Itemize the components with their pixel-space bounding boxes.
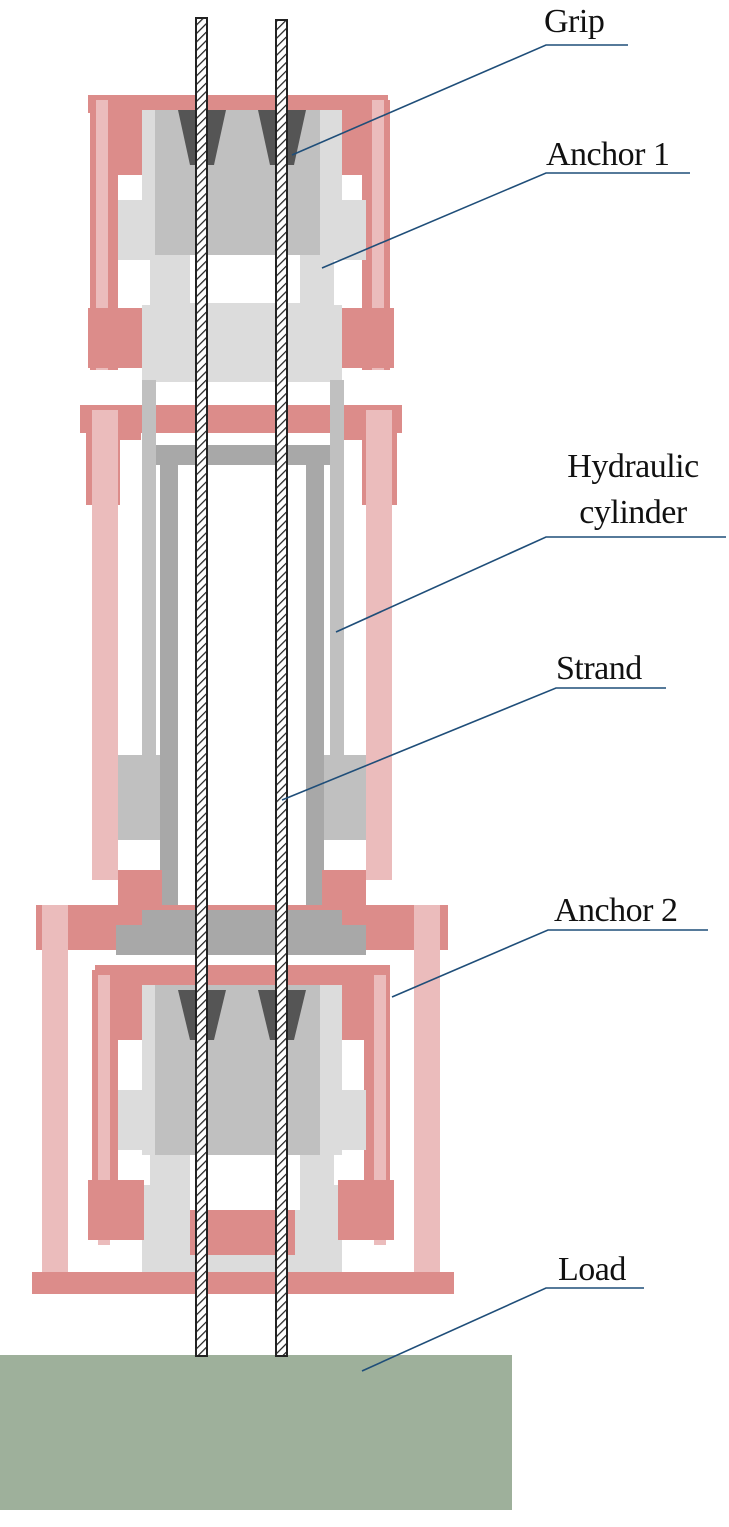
strand-right	[275, 19, 288, 1357]
load-block	[0, 1355, 512, 1510]
grip-leader-line	[291, 44, 628, 156]
anchor-1	[88, 95, 394, 382]
hydraulic-label-line2: cylinder	[579, 494, 687, 531]
load-leader-line	[361, 1287, 644, 1372]
hydraulic-cylinder	[36, 380, 448, 955]
anchor-1-label: Anchor 1	[546, 136, 670, 173]
load-label: Load	[558, 1251, 626, 1288]
anchor-2-leader-line	[391, 929, 708, 998]
anchor-2	[32, 905, 454, 1294]
anchor-1-leader-line	[321, 172, 690, 269]
hydraulic-label-line1: Hydraulic	[567, 448, 699, 485]
anchor-2-label: Anchor 2	[554, 892, 678, 929]
strand-leader-line	[281, 687, 666, 801]
grip-label: Grip	[544, 3, 605, 40]
strand-label: Strand	[556, 650, 642, 687]
hydraulic-leader-line	[335, 536, 726, 633]
strand-left	[195, 17, 208, 1357]
